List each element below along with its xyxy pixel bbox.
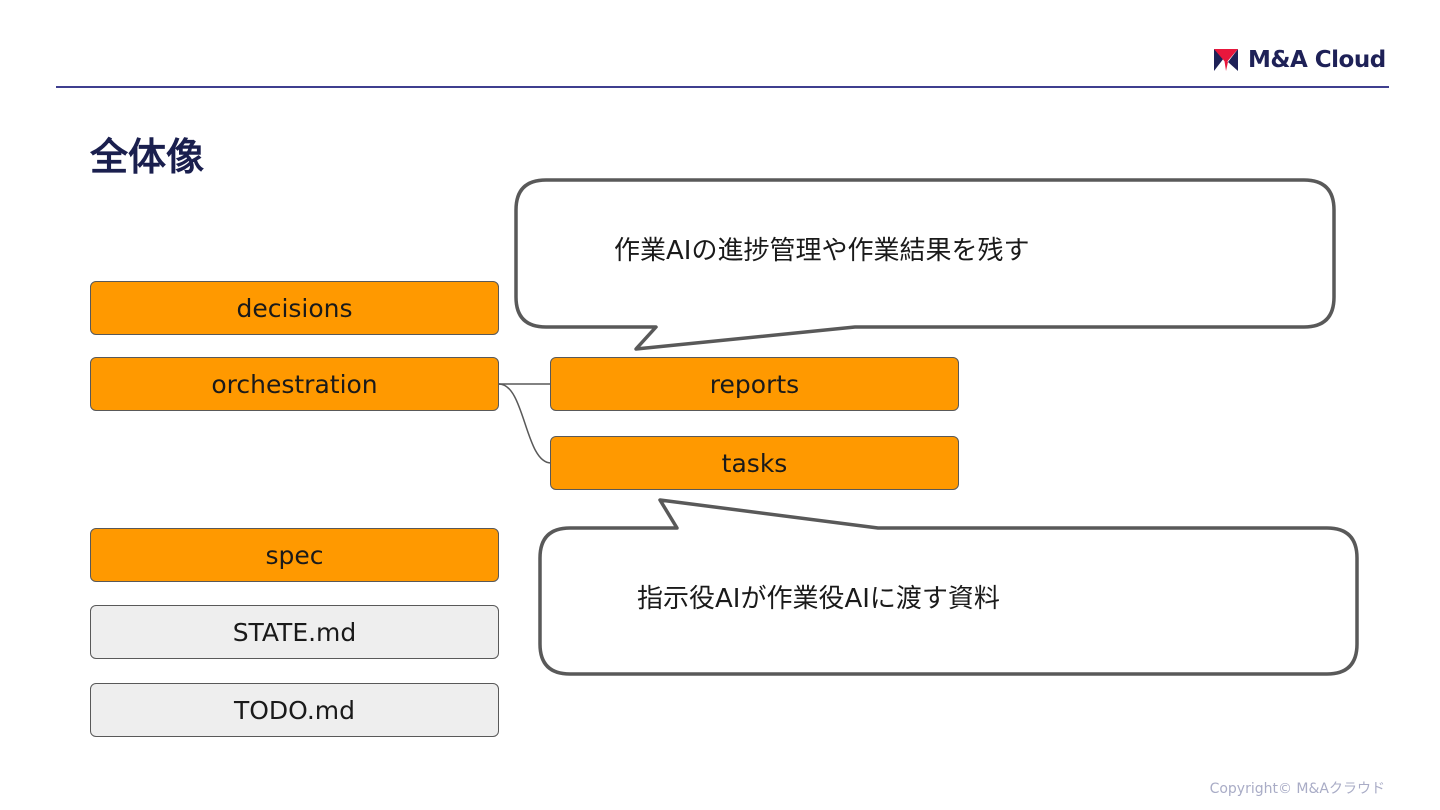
tasks-callout-text: 指示役AIが作業役AIに渡す資料 xyxy=(637,584,1000,614)
brand-logo: M&A Cloud xyxy=(1212,42,1392,78)
page-title: 全体像 xyxy=(90,135,205,179)
header-divider xyxy=(56,86,1389,88)
connector-orchestration-tasks xyxy=(498,383,552,464)
folder-spec[interactable]: spec xyxy=(90,528,499,582)
folder-tasks[interactable]: tasks xyxy=(550,436,959,490)
m-mark-logo-icon xyxy=(1214,49,1238,71)
logo-text: M&A Cloud xyxy=(1248,47,1386,73)
folder-decisions[interactable]: decisions xyxy=(90,281,499,335)
reports-callout-text: 作業AIの進捗管理や作業結果を残す xyxy=(614,236,1030,266)
folder-orchestration[interactable]: orchestration xyxy=(90,357,499,411)
folder-reports[interactable]: reports xyxy=(550,357,959,411)
copyright-footer: Copyright© M&Aクラウド xyxy=(1209,781,1385,797)
file-todo-md[interactable]: TODO.md xyxy=(90,683,499,737)
file-state-md[interactable]: STATE.md xyxy=(90,605,499,659)
